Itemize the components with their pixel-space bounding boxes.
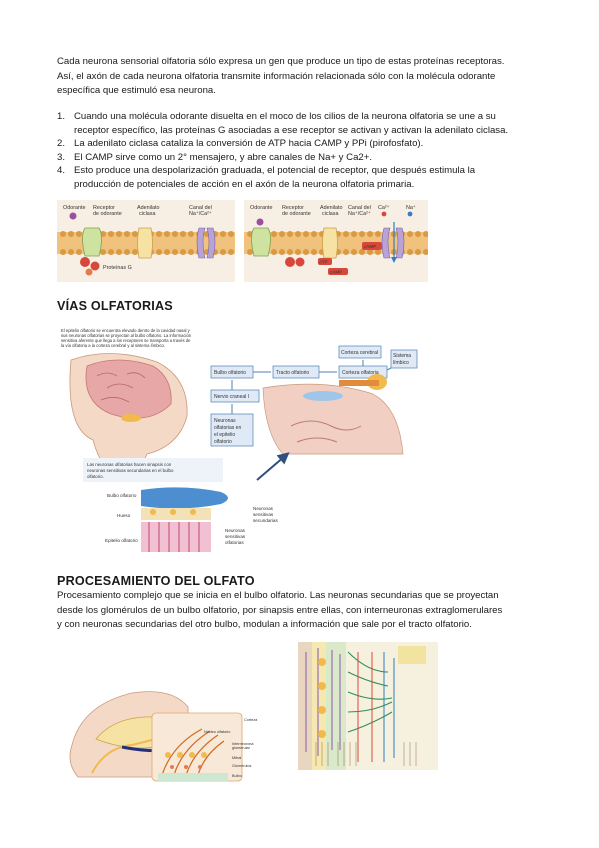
svg-text:de odorante: de odorante <box>93 211 122 217</box>
svg-text:Bulbo olfatorio: Bulbo olfatorio <box>107 493 137 498</box>
svg-text:Na⁺/Ca²⁺: Na⁺/Ca²⁺ <box>189 211 212 217</box>
svg-text:Las neuronas olfatorias hacen: Las neuronas olfatorias hacen sinapsis c… <box>87 462 172 467</box>
receptor-mechanism-figure-left: Odorante Receptor de odorante Adenilato … <box>57 200 235 282</box>
svg-text:sus neuronas olfatorias se pro: sus neuronas olfatorias se proyectan al … <box>61 333 192 338</box>
svg-text:Neuronas: Neuronas <box>225 528 246 533</box>
processing-line: desde los glomérulos de un bulbo olfator… <box>57 604 503 616</box>
steps-list: 1. Cuando una molécula odorante disuelta… <box>57 110 547 192</box>
svg-text:secundarias: secundarias <box>253 518 278 523</box>
svg-text:sensitivas: sensitivas <box>253 512 274 517</box>
step-text: Esto produce una despolarización graduad… <box>74 165 476 177</box>
svg-text:Núcleo olfatorio: Núcleo olfatorio <box>204 730 230 734</box>
svg-text:Nervio craneal I: Nervio craneal I <box>214 394 249 400</box>
svg-text:Corteza cerebral: Corteza cerebral <box>341 350 378 356</box>
step-text: receptor específico, las proteínas G aso… <box>74 124 509 136</box>
odorant-icon <box>69 212 77 220</box>
svg-text:Proteínas G: Proteínas G <box>103 265 132 271</box>
svg-text:Odorante: Odorante <box>250 205 272 211</box>
svg-text:Canal del: Canal del <box>348 205 371 211</box>
list-item: 3. El CAMP sirve como un 2° mensajero, y… <box>57 151 547 165</box>
svg-text:Hueso: Hueso <box>117 513 131 518</box>
bulb-circuit-figure <box>298 642 438 770</box>
svg-text:Na⁺: Na⁺ <box>406 205 416 211</box>
svg-text:sensitiva aferente que llega a: sensitiva aferente que llega a los recep… <box>61 338 191 343</box>
svg-text:glomerular: glomerular <box>232 746 251 750</box>
svg-text:El epitelio olfatorio se encue: El epitelio olfatorio se encuentra eleva… <box>61 328 191 333</box>
svg-text:el epitelio: el epitelio <box>214 432 235 438</box>
list-item: 1. Cuando una molécula odorante disuelta… <box>57 110 547 137</box>
svg-text:Adenilato: Adenilato <box>320 205 342 211</box>
svg-text:ciclasa: ciclasa <box>139 211 155 217</box>
intro-paragraph: Cada neurona sensorial olfatoria sólo ex… <box>57 55 547 99</box>
list-item: 4. Esto produce una despolarización grad… <box>57 164 547 191</box>
processing-paragraph: Procesamiento complejo que se inicia en … <box>57 589 547 633</box>
svg-text:de odorante: de odorante <box>282 211 311 217</box>
svg-text:Tracto olfatorio: Tracto olfatorio <box>276 370 309 376</box>
svg-text:olfatorio.: olfatorio. <box>87 474 104 479</box>
receptor-icon <box>82 227 102 257</box>
svg-text:Adenilato: Adenilato <box>137 205 159 211</box>
receptor-mechanism-figure-right: cAMP ATP cAMP Odorante Receptor de odora… <box>244 200 428 282</box>
svg-text:la vía olfatoria a la corteza: la vía olfatoria a la corteza cerebral y… <box>61 343 165 348</box>
svg-text:olfatorias en: olfatorias en <box>214 425 241 431</box>
brain-illustration <box>85 359 172 419</box>
nasal-cavity-illustration <box>262 383 404 455</box>
svg-text:Na⁺/Ca²⁺: Na⁺/Ca²⁺ <box>348 211 371 217</box>
svg-text:Bulbo olfatorio: Bulbo olfatorio <box>214 370 246 376</box>
svg-text:Corteza: Corteza <box>244 718 258 722</box>
step-text: La adenilato ciclasa cataliza la convers… <box>74 138 424 150</box>
step-text: Cuando una molécula odorante disuelta en… <box>74 111 496 122</box>
step-number: 3. <box>57 151 66 163</box>
ion-channel-icon <box>196 227 216 259</box>
section-heading-vias: VÍAS OLFATORIAS <box>57 299 173 313</box>
svg-text:Corteza olfatoria: Corteza olfatoria <box>342 370 379 376</box>
svg-text:límbico: límbico <box>393 360 409 366</box>
step-text: producción de potenciales de acción en e… <box>74 178 415 190</box>
svg-text:Receptor: Receptor <box>282 205 304 211</box>
section-heading-procesamiento: PROCESAMIENTO DEL OLFATO <box>57 574 255 588</box>
bulb-processing-figure: Corteza Núcleo olfatorio Interneurona gl… <box>62 685 266 785</box>
processing-line: y con neuronas secundarias del otro bulb… <box>57 619 472 631</box>
olfactory-pathway-figure: El epitelio olfatorio se encuentra eleva… <box>57 326 419 554</box>
svg-text:Interneurona: Interneurona <box>232 742 254 746</box>
svg-text:Mitral: Mitral <box>232 756 241 760</box>
step-number: 1. <box>57 111 66 122</box>
svg-text:ATP: ATP <box>319 260 328 265</box>
list-item: 2. La adenilato ciclasa cataliza la conv… <box>57 137 547 151</box>
svg-text:Glomérulos: Glomérulos <box>232 764 252 768</box>
intro-line: específica que estimuló esa neurona. <box>57 85 216 97</box>
processing-line: Procesamiento complejo que se inicia en … <box>57 590 499 601</box>
svg-text:Neuronas: Neuronas <box>214 418 236 424</box>
svg-text:Receptor: Receptor <box>93 205 115 211</box>
intro-line: Cada neurona sensorial olfatoria sólo ex… <box>57 56 505 67</box>
svg-text:Odorante: Odorante <box>63 205 85 211</box>
step-text: El CAMP sirve como un 2° mensajero, y ab… <box>74 151 373 163</box>
svg-text:Epitelio olfatorio: Epitelio olfatorio <box>105 538 138 543</box>
adenylate-cyclase-icon <box>137 227 153 259</box>
step-number: 2. <box>57 138 66 150</box>
step-number: 4. <box>57 165 66 177</box>
olfactory-bulb-illustration <box>141 487 228 509</box>
svg-text:neuronas sensitivas secundaria: neuronas sensitivas secundarias en el bu… <box>87 468 174 473</box>
svg-text:Canal del: Canal del <box>189 205 212 211</box>
svg-text:cAMP: cAMP <box>364 244 376 249</box>
svg-text:Neuronas: Neuronas <box>253 506 274 511</box>
svg-text:sensitivas: sensitivas <box>225 534 246 539</box>
svg-text:ciclasa: ciclasa <box>322 211 338 217</box>
svg-text:olfatorias: olfatorias <box>225 540 244 545</box>
svg-text:cAMP: cAMP <box>330 270 342 275</box>
intro-line: Así, el axón de cada neurona olfatoria t… <box>57 70 496 82</box>
svg-text:Sistema: Sistema <box>393 353 411 359</box>
svg-text:olfatorio: olfatorio <box>214 439 232 445</box>
svg-text:Bulbo: Bulbo <box>232 774 242 778</box>
svg-text:Ca²⁺: Ca²⁺ <box>378 205 390 211</box>
